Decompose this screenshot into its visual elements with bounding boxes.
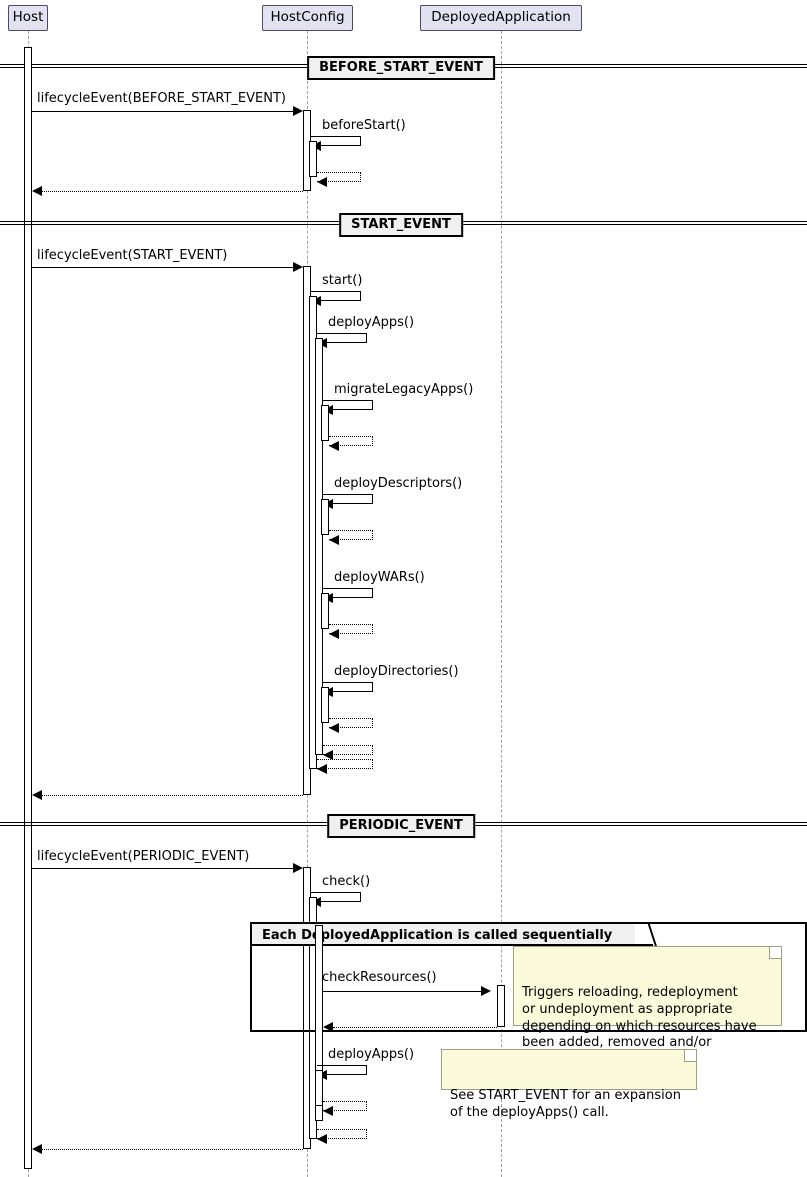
message-arrowhead-r10 [32,1144,42,1154]
message-selfcall-m8 [323,588,373,598]
message-selfcall-return-m9 [329,718,373,728]
activation-hostconfig-deployapps-periodic [315,1070,323,1106]
note-deploy-apps: See START_EVENT for an expansion of the … [441,1049,697,1120]
message-label-m13: deployApps() [328,1047,415,1062]
group-tab-each-deployed-app: Each DeployedApplication is called seque… [252,924,651,945]
message-label-m10: lifecycleEvent(PERIODIC_EVENT) [37,849,250,864]
message-line-r1 [42,191,303,192]
message-selfcall-m13 [317,1065,367,1075]
message-arrowhead-return-m2 [317,177,327,187]
message-selfcall-m11 [311,892,361,902]
activation-host-root [24,47,32,1169]
message-arrowhead-return-m4 [317,764,327,774]
message-arrowhead-return-m8 [329,629,339,639]
message-selfcall-return-m5 [323,745,373,755]
message-selfcall-m4 [311,291,361,301]
group-tab-border [250,944,653,946]
message-label-m6: migrateLegacyApps() [334,382,474,397]
message-arrowhead-return-m9 [329,723,339,733]
participant-host[interactable]: Host [8,5,48,31]
message-label-m3: lifecycleEvent(START_EVENT) [37,248,228,263]
participant-deployedapplication-label: DeployedApplication [431,9,571,26]
divider-label-periodic: PERIODIC_EVENT [327,814,475,838]
message-arrowhead-return-m6 [329,441,339,451]
activation-hostconfig-check-l3 [315,925,323,1121]
participant-hostconfig-label: HostConfig [270,9,345,26]
activation-hostconfig-deploydirectories [321,687,329,723]
message-line-m10 [32,868,297,869]
activation-hostconfig-beforestart-inner [309,141,317,177]
message-line-m1 [32,111,297,112]
message-arrowhead-r12 [323,1022,333,1032]
message-arrowhead-m1 [293,106,303,116]
activation-deployedapplication-checkresources [497,985,505,1027]
message-line-m12 [323,991,481,992]
message-selfcall-return-m2 [317,172,361,182]
message-selfcall-m9 [323,682,373,692]
message-arrowhead-return-m11 [317,1134,327,1144]
activation-hostconfig-migratelegacyapps [321,405,329,441]
participant-deployedapplication[interactable]: DeployedApplication [420,5,582,31]
message-arrowhead-m12 [481,986,491,996]
message-label-m9: deployDirectories() [334,664,459,679]
message-selfcall-m7 [323,494,373,504]
message-selfcall-m5 [317,333,367,343]
message-arrowhead-r1 [32,186,42,196]
message-selfcall-return-m7 [329,530,373,540]
note-deploy-apps-text: See START_EVENT for an expansion of the … [450,1087,681,1120]
note-check-resources: Triggers reloading, redeployment or unde… [513,946,782,1067]
message-selfcall-m2 [311,136,361,146]
lifeline-deployedapplication [501,31,502,1177]
message-label-m5: deployApps() [328,315,415,330]
message-line-m3 [32,267,297,268]
message-label-m8: deployWARs() [334,570,425,585]
message-label-m2: beforeStart() [322,118,406,133]
activation-hostconfig-deploywars [321,593,329,629]
message-selfcall-return-m8 [329,624,373,634]
activation-hostconfig-deploydescriptors [321,499,329,535]
message-selfcall-return-m4 [317,759,373,769]
message-selfcall-return-m11 [317,1129,367,1139]
message-arrowhead-return-m5 [323,750,333,760]
message-line-r3 [42,795,303,796]
activation-hostconfig-deployapps-l3 [315,338,323,755]
note-fold-icon-2 [684,1050,696,1062]
message-label-m1: lifecycleEvent(BEFORE_START_EVENT) [37,91,286,106]
note-fold-icon [769,947,781,959]
message-selfcall-return-m13 [323,1101,367,1111]
group-frame-each-deployed-app [250,922,807,1032]
message-arrowhead-m3 [293,262,303,272]
message-line-r10 [42,1149,303,1150]
message-arrowhead-return-m13 [323,1106,333,1116]
message-selfcall-return-m6 [329,436,373,446]
message-selfcall-m6 [323,400,373,410]
divider-label-start: START_EVENT [339,213,463,237]
message-label-m4: start() [322,273,363,288]
participant-host-label: Host [12,9,44,26]
participant-hostconfig[interactable]: HostConfig [262,5,353,31]
divider-label-before-start: BEFORE_START_EVENT [307,56,495,80]
message-arrowhead-return-m7 [329,535,339,545]
message-arrowhead-r3 [32,790,42,800]
message-label-m11: check() [322,874,371,889]
message-arrowhead-m10 [293,863,303,873]
message-label-m12: checkResources() [322,970,437,985]
message-label-m7: deployDescriptors() [334,476,463,491]
message-line-r12 [333,1027,497,1028]
